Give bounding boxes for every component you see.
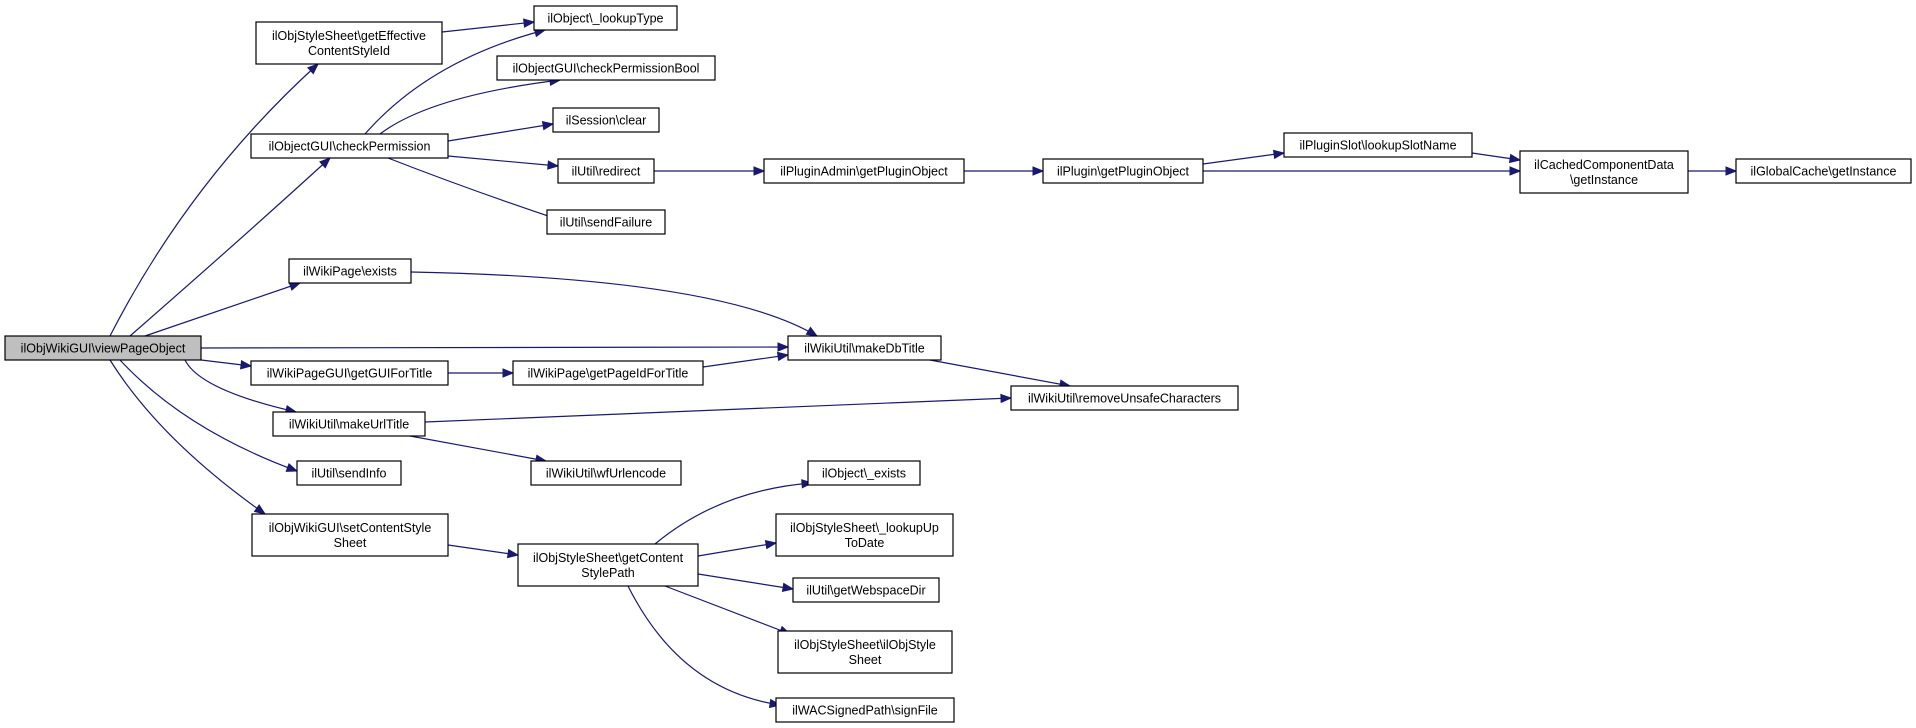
node-label: \getInstance [1570,173,1638,187]
edge-getpageid-to-makedbtitle [702,351,790,368]
node-label: ilObjStyleSheet\ilObjStyle [794,638,936,652]
node-wfurlencode[interactable]: ilWikiUtil\wfUrlencode [530,460,682,486]
node-label: ilWikiUtil\wfUrlencode [546,467,666,481]
edge-checkperm-to-sendfailure [387,157,562,222]
edge-root-to-setcontentstyle [109,359,267,515]
node-label: ilObjectGUI\checkPermissionBool [513,62,700,76]
edge-redirect-to-pluginadmin [654,166,766,176]
edge-root-to-getguifortitle [200,359,253,370]
node-wikiexists[interactable]: ilWikiPage\exists [288,258,412,284]
edge-makeurltitle-to-wfurlencode [409,435,548,464]
edge-makeurltitle-to-removeunsafe [424,393,1013,423]
node-label: ilObjStyleSheet\getEffective [272,29,426,43]
edge-root-to-checkperm [129,157,331,337]
node-label: ilCachedComponentData [1534,158,1674,172]
node-redirect[interactable]: ilUtil\redirect [557,158,655,184]
node-label: ilUtil\redirect [572,165,641,179]
edge-cached-to-globalcache [1688,166,1738,176]
edge-effstyle-to-lookuptype [441,18,536,33]
edge-checkperm-to-redirect [447,155,560,170]
node-label: ilWikiUtil\makeUrlTitle [289,418,409,432]
node-label: ilPlugin\getPluginObject [1057,165,1190,179]
node-getpageid[interactable]: ilWikiPage\getPageIdForTitle [512,360,704,386]
edge-getcontentstylepath-to-ctor [664,585,792,635]
node-makeurltitle[interactable]: ilWikiUtil\makeUrlTitle [272,411,426,437]
edge-root-to-makedbtitle [200,342,790,352]
node-sessclear[interactable]: ilSession\clear [552,107,660,133]
node-removeunsafe[interactable]: ilWikiUtil\removeUnsafeCharacters [1010,385,1239,411]
node-label: ilPluginAdmin\getPluginObject [780,165,948,179]
edge-checkperm-to-sessclear [447,121,555,142]
node-label: ilObjStyleSheet\getContent [533,551,684,565]
node-label: ilUtil\sendInfo [311,467,386,481]
node-label: ilObjectGUI\checkPermission [269,140,431,154]
node-label: ilWikiPageGUI\getGUIForTitle [267,367,433,381]
node-cached[interactable]: ilCachedComponentData\getInstance [1519,150,1689,194]
call-edges [109,18,1738,709]
node-label: ilUtil\sendFailure [560,216,652,230]
node-plugin[interactable]: ilPlugin\getPluginObject [1042,158,1204,184]
edge-getguifortitle-to-getpageid [448,368,515,378]
node-checkperm[interactable]: ilObjectGUI\checkPermission [250,133,449,159]
edge-getcontentstylepath-to-objexists [654,479,814,545]
edge-pluginslot-to-cached [1471,152,1522,164]
node-label: Sheet [334,536,367,550]
node-label: ilWikiUtil\removeUnsafeCharacters [1028,392,1221,406]
edge-wikiexists-to-makedbtitle [410,271,819,337]
node-label: ilUtil\getWebspaceDir [806,584,925,598]
node-checkpermbool[interactable]: ilObjectGUI\checkPermissionBool [496,55,716,81]
node-objexists[interactable]: ilObject\_exists [807,460,921,486]
node-label: ilObject\_lookupType [547,12,663,26]
node-label: ilGlobalCache\getInstance [1751,165,1897,179]
node-sendfailure[interactable]: ilUtil\sendFailure [546,209,666,235]
edge-pluginadmin-to-plugin [964,166,1045,176]
node-sendinfo[interactable]: ilUtil\sendInfo [296,460,402,486]
node-webspacedir[interactable]: ilUtil\getWebspaceDir [792,577,940,603]
node-root[interactable]: ilObjWikiGUI\viewPageObject [4,335,202,361]
edge-checkperm-to-checkpermbool [379,76,562,135]
edge-makedbtitle-to-removeunsafe [929,359,1072,389]
edge-root-to-sendinfo [119,359,299,472]
edge-getcontentstylepath-to-lookupuptodate [697,540,778,557]
node-label: Sheet [849,653,882,667]
node-makedbtitle[interactable]: ilWikiUtil\makeDbTitle [787,335,942,361]
node-label: ilObjWikiGUI\viewPageObject [21,342,186,356]
node-label: ilObjStyleSheet\_lookupUp [790,521,939,535]
node-getguifortitle[interactable]: ilWikiPageGUI\getGUIForTitle [250,360,449,386]
node-pluginadmin[interactable]: ilPluginAdmin\getPluginObject [763,158,965,184]
edge-root-to-wikiexists [144,281,302,337]
node-label: ilWikiPage\getPageIdForTitle [528,367,689,381]
edge-getcontentstylepath-to-signfile [627,585,782,709]
node-label: ilObject\_exists [822,467,906,481]
node-label: ToDate [845,536,885,550]
function-nodes: ilObjWikiGUI\viewPageObject ilObjStyleShe… [4,5,1912,723]
node-pluginslot[interactable]: ilPluginSlot\lookupSlotName [1283,132,1473,158]
node-label: ilWACSignedPath\signFile [792,704,937,718]
node-ctor[interactable]: ilObjStyleSheet\ilObjStyleSheet [777,630,953,674]
node-effstyle[interactable]: ilObjStyleSheet\getEffectiveContentStyle… [255,21,443,65]
edge-getcontentstylepath-to-webspacedir [697,573,795,593]
node-label: StylePath [581,566,635,580]
edge-setcontentstyle-to-getcontentstylepath [447,544,520,559]
edge-root-to-effstyle [109,63,319,337]
node-lookuptype[interactable]: ilObject\_lookupType [533,5,678,31]
node-label: ContentStyleId [308,44,390,58]
edge-plugin-to-cached [1203,166,1522,176]
edge-plugin-to-pluginslot [1202,149,1286,165]
node-label: ilWikiPage\exists [303,265,397,279]
node-label: ilSession\clear [566,114,647,128]
node-label: ilWikiUtil\makeDbTitle [804,342,924,356]
node-signfile[interactable]: ilWACSignedPath\signFile [775,697,955,723]
node-label: ilPluginSlot\lookupSlotName [1299,139,1456,153]
node-label: ilObjWikiGUI\setContentStyle [269,521,432,535]
node-globalcache[interactable]: ilGlobalCache\getInstance [1735,158,1912,184]
